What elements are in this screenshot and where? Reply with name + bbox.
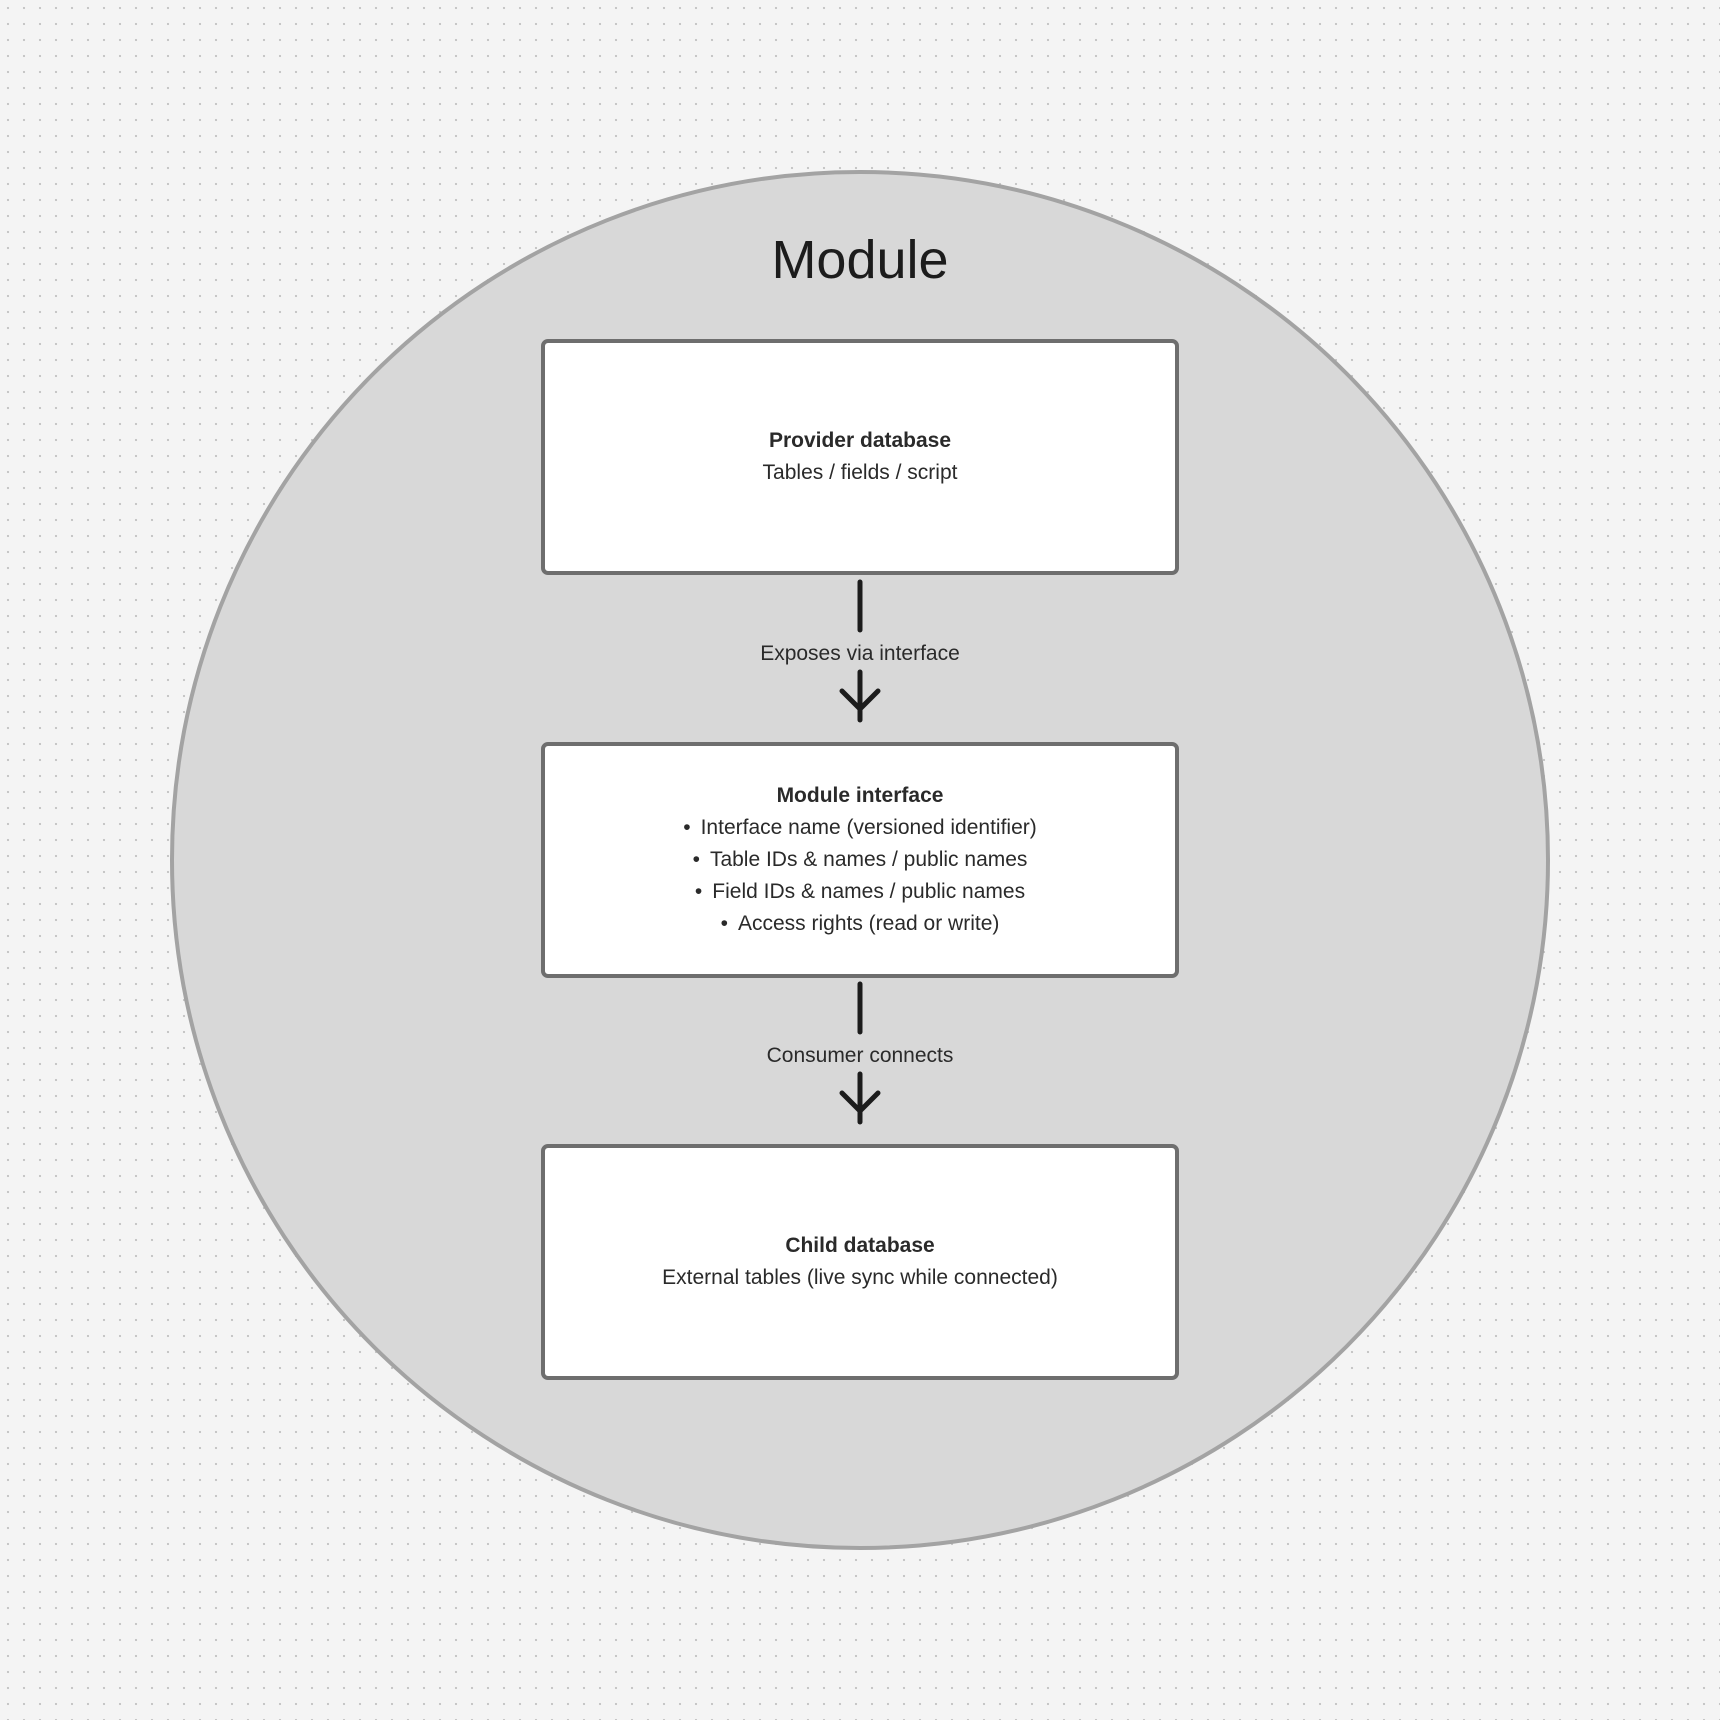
provider-database-title: Provider database (768, 429, 952, 452)
connector-consumer: Consumer connects (767, 980, 953, 1130)
module-title: Module (771, 230, 949, 290)
arrow-head (839, 1090, 881, 1114)
child-database-box[interactable]: Child database External tables (live syn… (541, 1144, 1179, 1380)
list-item-text: Interface name (versioned identifier) (700, 816, 1037, 839)
list-item-text: Field IDs & names / public names (712, 880, 1026, 903)
arrow-down-icon (839, 981, 881, 1125)
bullet-icon: • (720, 912, 728, 935)
connector-consumer-label: Consumer connects (766, 1044, 954, 1067)
provider-database-box[interactable]: Provider database Tables / fields / scri… (541, 339, 1179, 575)
arrow-head (839, 688, 881, 712)
arrow-down-icon (839, 579, 881, 723)
list-item: • Interface name (versioned identifier) (683, 812, 1037, 844)
list-item: • Field IDs & names / public names (683, 876, 1037, 908)
module-interface-title: Module interface (776, 784, 944, 807)
list-item: • Table IDs & names / public names (683, 844, 1037, 876)
provider-database-subtitle: Tables / fields / script (762, 461, 958, 484)
bullet-icon: • (683, 816, 691, 839)
connector-exposes: Exposes via interface (760, 578, 960, 728)
list-item-text: Table IDs & names / public names (709, 848, 1028, 871)
child-database-subtitle: External tables (live sync while connect… (662, 1266, 1058, 1289)
child-database-title: Child database (785, 1234, 935, 1257)
bullet-icon: • (692, 848, 700, 871)
list-item-text: Access rights (read or write) (737, 912, 1000, 935)
module-interface-list: •Interface name (versioned identifier) •… (683, 812, 1037, 940)
module-interface-box[interactable]: Module interface •Interface name (versio… (541, 742, 1179, 978)
list-item: • Access rights (read or write) (683, 908, 1037, 940)
bullet-icon: • (694, 880, 703, 903)
connector-exposes-label: Exposes via interface (760, 642, 960, 665)
